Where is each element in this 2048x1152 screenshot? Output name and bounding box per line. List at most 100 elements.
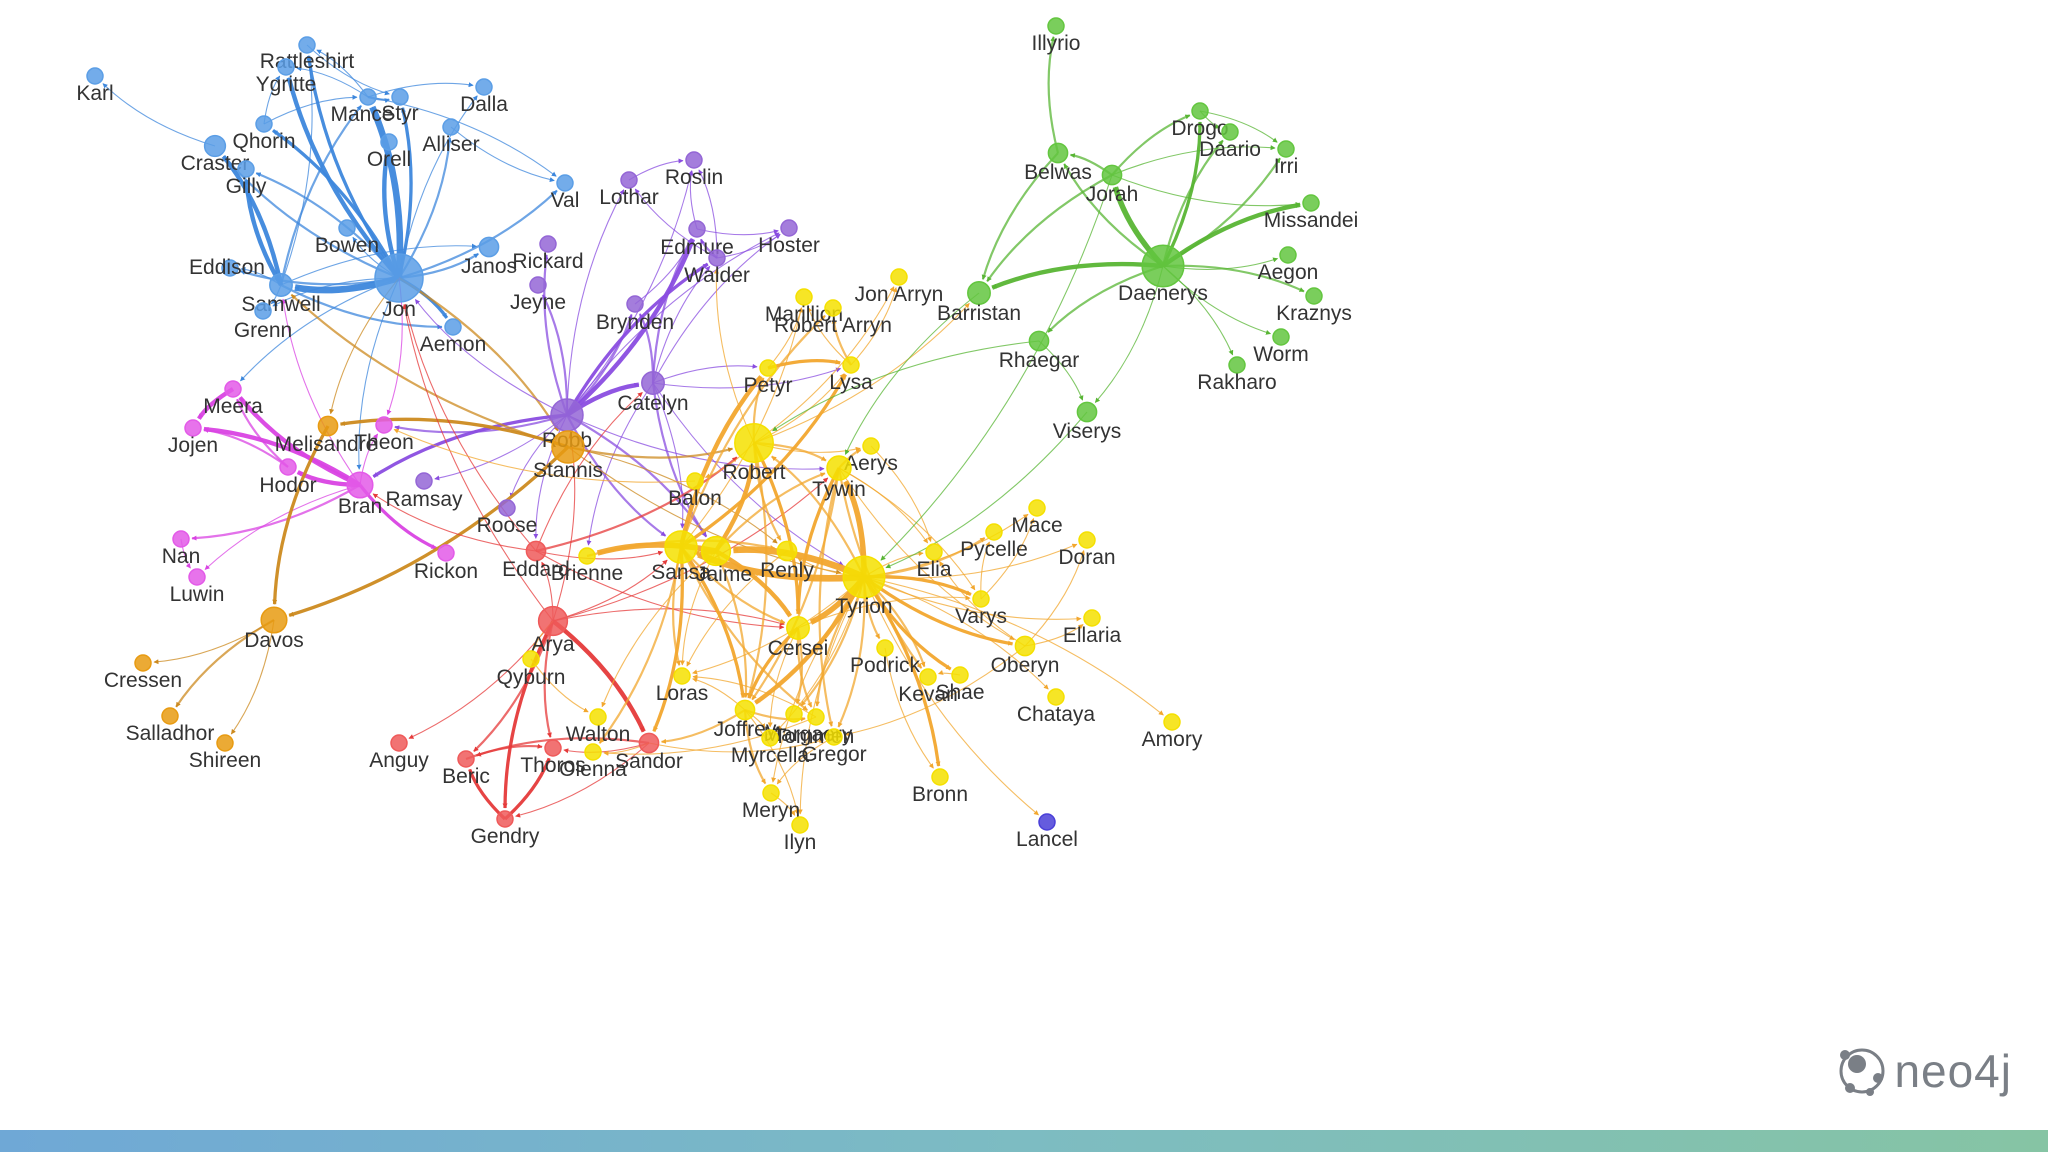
node-circle[interactable] bbox=[925, 543, 943, 561]
node-circle[interactable] bbox=[890, 268, 908, 286]
node-janos[interactable]: Janos bbox=[461, 236, 517, 278]
node-belwas[interactable]: Belwas bbox=[1024, 142, 1092, 184]
node-ellaria[interactable]: Ellaria bbox=[1063, 609, 1122, 647]
node-circle[interactable] bbox=[237, 160, 255, 178]
node-circle[interactable] bbox=[931, 768, 949, 786]
node-walder[interactable]: Walder bbox=[684, 249, 750, 287]
node-circle[interactable] bbox=[734, 699, 756, 721]
node-shae[interactable]: Shae bbox=[935, 666, 985, 704]
node-craster[interactable]: Craster bbox=[181, 134, 250, 175]
node-circle[interactable] bbox=[686, 472, 704, 490]
node-chataya[interactable]: Chataya bbox=[1017, 688, 1096, 726]
node-val[interactable]: Val bbox=[551, 174, 580, 212]
node-circle[interactable] bbox=[444, 318, 462, 336]
node-circle[interactable] bbox=[734, 423, 774, 463]
node-mance[interactable]: Mance bbox=[330, 88, 394, 126]
node-circle[interactable] bbox=[780, 219, 798, 237]
node-circle[interactable] bbox=[216, 734, 234, 752]
node-rickard[interactable]: Rickard bbox=[512, 235, 584, 273]
node-circle[interactable] bbox=[1047, 142, 1069, 164]
node-circle[interactable] bbox=[951, 666, 969, 684]
node-gilly[interactable]: Gilly bbox=[226, 160, 267, 198]
node-stannis[interactable]: Stannis bbox=[533, 430, 603, 482]
node-luwin[interactable]: Luwin bbox=[170, 568, 225, 606]
node-catelyn[interactable]: Catelyn bbox=[617, 371, 689, 415]
node-circle[interactable] bbox=[457, 750, 475, 768]
node-circle[interactable] bbox=[688, 220, 706, 238]
node-kevan[interactable]: Kevan bbox=[898, 668, 958, 706]
node-circle[interactable] bbox=[1076, 401, 1098, 423]
node-gregor[interactable]: Gregor bbox=[801, 728, 867, 766]
node-circle[interactable] bbox=[1272, 328, 1290, 346]
node-worm[interactable]: Worm bbox=[1253, 328, 1309, 366]
node-roslin[interactable]: Roslin bbox=[665, 151, 723, 189]
node-dalla[interactable]: Dalla bbox=[460, 78, 508, 116]
node-circle[interactable] bbox=[786, 616, 810, 640]
node-jon[interactable]: Jon bbox=[374, 253, 424, 321]
node-circle[interactable] bbox=[825, 728, 843, 746]
node-ygritte[interactable]: Ygritte bbox=[256, 58, 317, 96]
node-loras[interactable]: Loras bbox=[656, 667, 709, 705]
node-circle[interactable] bbox=[260, 606, 288, 634]
node-varys[interactable]: Varys bbox=[955, 590, 1007, 628]
node-circle[interactable] bbox=[1047, 688, 1065, 706]
node-circle[interactable] bbox=[1279, 246, 1297, 264]
node-circle[interactable] bbox=[985, 523, 1003, 541]
node-beric[interactable]: Beric bbox=[442, 750, 490, 788]
node-circle[interactable] bbox=[544, 739, 562, 757]
node-circle[interactable] bbox=[529, 276, 547, 294]
node-circle[interactable] bbox=[1302, 194, 1320, 212]
node-circle[interactable] bbox=[1014, 635, 1036, 657]
node-jaime[interactable]: Jaime bbox=[696, 535, 752, 586]
node-circle[interactable] bbox=[498, 499, 516, 517]
node-circle[interactable] bbox=[1028, 330, 1050, 352]
node-aegon[interactable]: Aegon bbox=[1258, 246, 1319, 284]
node-circle[interactable] bbox=[638, 732, 660, 754]
node-circle[interactable] bbox=[826, 455, 852, 481]
node-circle[interactable] bbox=[759, 359, 777, 377]
node-alliser[interactable]: Alliser bbox=[422, 118, 480, 156]
node-aerys[interactable]: Aerys bbox=[844, 437, 898, 475]
node-circle[interactable] bbox=[673, 667, 691, 685]
node-qhorin[interactable]: Qhorin bbox=[232, 115, 296, 153]
node-ilyn[interactable]: Ilyn bbox=[784, 816, 817, 854]
node-circle[interactable] bbox=[824, 299, 842, 317]
node-joffrey[interactable]: Joffrey bbox=[714, 699, 777, 741]
node-arya[interactable]: Arya bbox=[531, 605, 575, 656]
node-tywin[interactable]: Tywin bbox=[812, 455, 866, 501]
node-circle[interactable] bbox=[224, 380, 242, 398]
node-pycelle[interactable]: Pycelle bbox=[960, 523, 1028, 561]
node-daenerys[interactable]: Daenerys bbox=[1118, 244, 1208, 305]
node-circle[interactable] bbox=[584, 743, 602, 761]
node-tyrion[interactable]: Tyrion bbox=[835, 555, 893, 618]
node-circle[interactable] bbox=[1083, 609, 1101, 627]
node-lancel[interactable]: Lancel bbox=[1016, 813, 1078, 851]
node-circle[interactable] bbox=[641, 371, 665, 395]
node-marillion[interactable]: Marillion bbox=[765, 288, 843, 326]
node-gendry[interactable]: Gendry bbox=[471, 810, 540, 848]
node-circle[interactable] bbox=[478, 236, 500, 258]
node-rakharo[interactable]: Rakharo bbox=[1197, 356, 1277, 394]
node-circle[interactable] bbox=[919, 668, 937, 686]
node-circle[interactable] bbox=[785, 705, 803, 723]
node-shireen[interactable]: Shireen bbox=[189, 734, 261, 772]
node-sandor[interactable]: Sandor bbox=[615, 732, 683, 773]
node-robert[interactable]: Robert bbox=[722, 423, 786, 484]
node-circle[interactable] bbox=[1028, 499, 1046, 517]
node-myrcella[interactable]: Myrcella bbox=[731, 729, 809, 767]
node-rattleshirt[interactable]: Rattleshirt bbox=[260, 36, 355, 73]
node-melisandre[interactable]: Melisandre bbox=[275, 415, 378, 456]
node-rhaegar[interactable]: Rhaegar bbox=[999, 330, 1080, 372]
node-circle[interactable] bbox=[1047, 17, 1065, 35]
node-orell[interactable]: Orell bbox=[367, 133, 411, 171]
node-circle[interactable] bbox=[346, 471, 374, 499]
node-olenna[interactable]: Olenna bbox=[559, 743, 627, 781]
node-circle[interactable] bbox=[1038, 813, 1056, 831]
node-circle[interactable] bbox=[203, 134, 227, 158]
node-robertarryn[interactable]: Robert Arryn bbox=[774, 299, 892, 337]
node-circle[interactable] bbox=[664, 530, 698, 564]
node-circle[interactable] bbox=[556, 174, 574, 192]
node-circle[interactable] bbox=[269, 273, 293, 297]
node-sansa[interactable]: Sansa bbox=[651, 530, 711, 584]
node-salladhor[interactable]: Salladhor bbox=[126, 707, 215, 745]
